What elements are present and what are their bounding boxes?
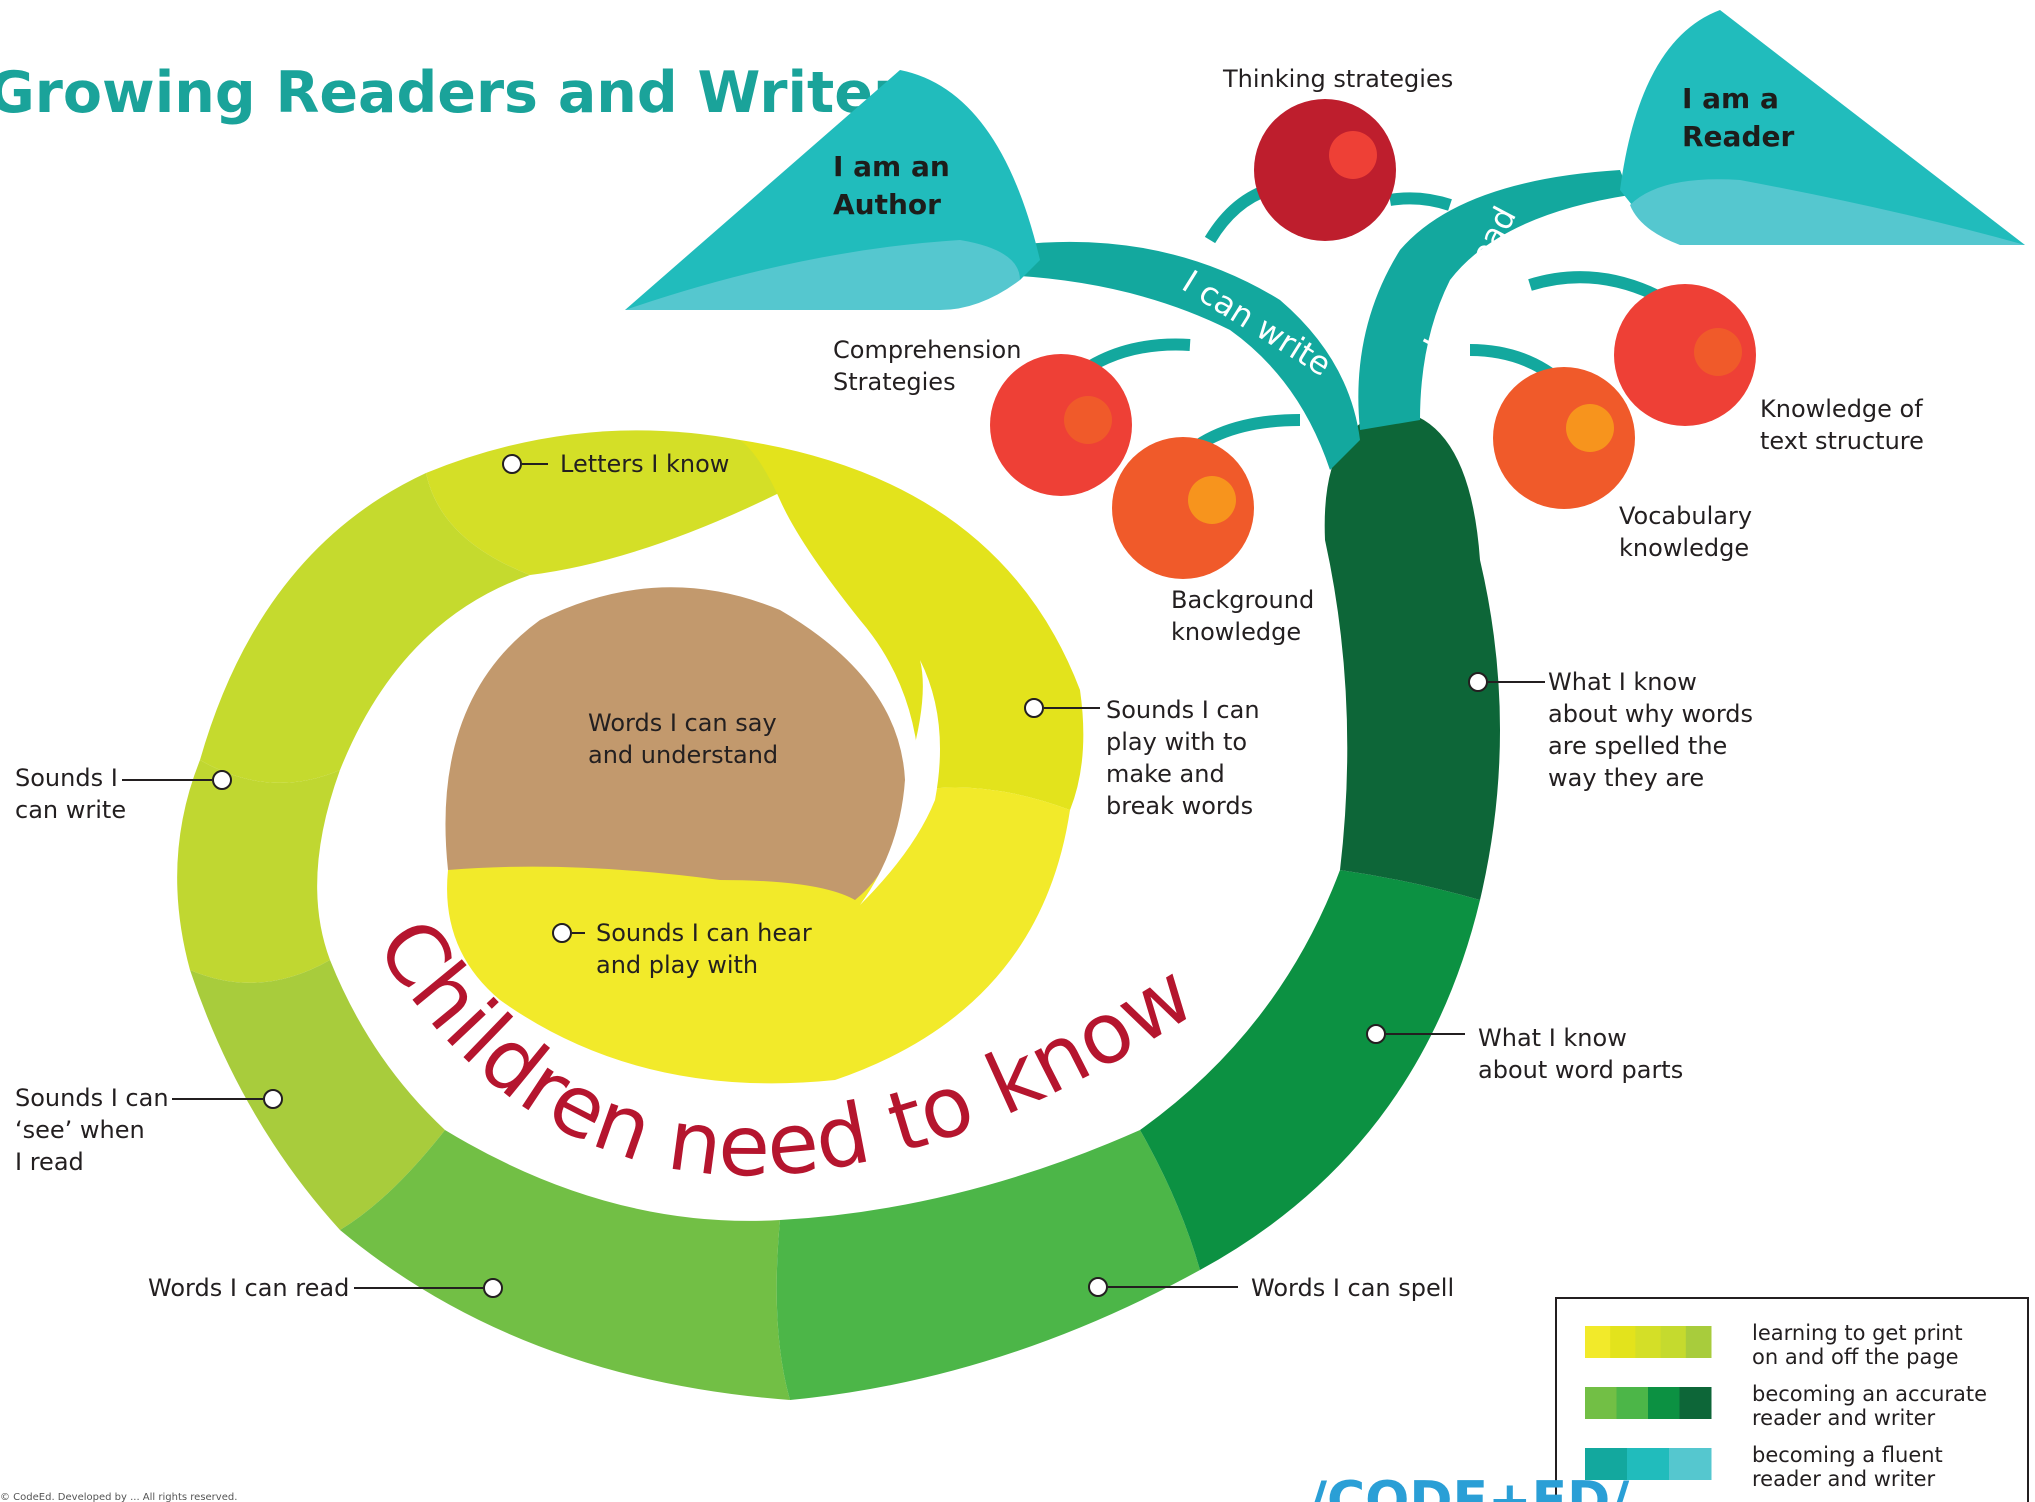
legend-swatch bbox=[1648, 1387, 1680, 1419]
leaf-author-highlight bbox=[625, 240, 1020, 310]
legend-swatches bbox=[1585, 1326, 1712, 1480]
fruit-thinking-label: Thinking strategies bbox=[1222, 65, 1453, 93]
ring-segment-why-spelled bbox=[1324, 410, 1500, 900]
legend-label-accurate: becoming an accurate reader and writer bbox=[1752, 1382, 1994, 1430]
leaf-reader-label: I am a Reader bbox=[1682, 82, 1794, 153]
legend-swatch bbox=[1660, 1326, 1687, 1358]
codeed-logo: /CODE+ED/ bbox=[1308, 1471, 1629, 1502]
words-spell-label: Words I can spell bbox=[1251, 1274, 1454, 1302]
callout-dot-why-spelled bbox=[1468, 672, 1488, 692]
words-read-label: Words I can read bbox=[148, 1274, 349, 1302]
inner-band-upper bbox=[740, 440, 1084, 810]
callout-dot-sounds-hear bbox=[552, 923, 572, 943]
centre-blob bbox=[445, 587, 905, 900]
sounds-see-label: Sounds I can ‘see’ when I read bbox=[15, 1084, 176, 1176]
ring-segment-sounds-see bbox=[190, 960, 445, 1230]
fruit-comprehension-label: Comprehension Strategies bbox=[833, 336, 1029, 396]
fruit-comprehension-body bbox=[990, 354, 1132, 496]
fruit-background-label: Background knowledge bbox=[1171, 586, 1322, 646]
why-spelled-label: What I know about why words are spelled … bbox=[1548, 668, 1761, 792]
ring-segment-words-spell bbox=[776, 1130, 1200, 1400]
legend-label-print: learning to get print on and off the pag… bbox=[1752, 1321, 1969, 1369]
leaf-author-label: I am an Author bbox=[833, 150, 960, 221]
fruit-background bbox=[1112, 437, 1254, 579]
word-parts-label: What I know about word parts bbox=[1478, 1024, 1683, 1084]
lower-ring bbox=[776, 410, 1500, 1400]
fruit-comprehension-shine bbox=[1064, 396, 1112, 444]
legend-swatch bbox=[1585, 1387, 1617, 1419]
fruit-text-structure-body bbox=[1614, 284, 1756, 426]
leaf-author bbox=[625, 70, 1040, 310]
legend-swatch bbox=[1635, 1326, 1662, 1358]
centre-swirl bbox=[860, 660, 940, 905]
callout-dot-words-read bbox=[483, 1278, 503, 1298]
sounds-play-label: Sounds I can play with to make and break… bbox=[1106, 696, 1267, 820]
legend: learning to get print on and off the pag… bbox=[1555, 1297, 2029, 1502]
legend-swatch bbox=[1627, 1448, 1670, 1480]
fruit-vocabulary-shine bbox=[1566, 404, 1614, 452]
callout-dot-sounds-see bbox=[263, 1089, 283, 1109]
legend-swatch bbox=[1610, 1326, 1636, 1358]
fruit-thinking bbox=[1254, 99, 1396, 241]
fruit-thinking-body bbox=[1254, 99, 1396, 241]
copyright-footer: © CodeEd. Developed by ... All rights re… bbox=[0, 1492, 237, 1502]
fruit-background-body bbox=[1112, 437, 1254, 579]
sounds-hear-label: Sounds I can hear and play with bbox=[596, 919, 819, 979]
legend-swatch bbox=[1685, 1326, 1712, 1358]
ring-segment-sounds-write bbox=[177, 760, 340, 983]
leaf-reader bbox=[1620, 10, 2025, 245]
ring-segment-top-left bbox=[200, 473, 530, 783]
branch-write-label: I can write bbox=[1176, 263, 1338, 384]
legend-swatch bbox=[1669, 1448, 1712, 1480]
leaf-reader-highlight bbox=[1630, 179, 2025, 245]
fruit-text-structure-shine bbox=[1694, 328, 1742, 376]
fruit-background-shine bbox=[1188, 476, 1236, 524]
words-say-label: Words I can say and understand bbox=[588, 709, 784, 769]
sounds-write-label: Sounds I can write bbox=[15, 764, 126, 824]
callout-dot-sounds-write bbox=[212, 770, 232, 790]
fruit-text-structure bbox=[1614, 284, 1756, 426]
legend-swatch bbox=[1585, 1326, 1611, 1358]
legend-label-fluent: becoming a fluent reader and writer bbox=[1752, 1443, 1949, 1491]
branch-write bbox=[980, 241, 1360, 470]
callout-dot-sounds-play bbox=[1024, 698, 1044, 718]
letters-know-label: Letters I know bbox=[560, 450, 729, 478]
fruit-text-structure-label: Knowledge of text structure bbox=[1760, 395, 1930, 455]
twig-thinking-right bbox=[1389, 192, 1452, 211]
legend-swatch bbox=[1679, 1387, 1712, 1419]
branch-read bbox=[1358, 170, 1630, 430]
legend-swatch bbox=[1585, 1448, 1628, 1480]
ring-segment-words-read bbox=[340, 1130, 790, 1400]
page-title: Growing Readers and Writers bbox=[0, 60, 935, 126]
fruit-thinking-shine bbox=[1329, 131, 1377, 179]
legend-swatch bbox=[1616, 1387, 1649, 1419]
fruit-vocabulary-label: Vocabulary knowledge bbox=[1619, 502, 1760, 562]
callout-dot-word-parts bbox=[1366, 1024, 1386, 1044]
callouts bbox=[122, 454, 1545, 1298]
ring-segment-word-parts bbox=[1140, 870, 1480, 1270]
fruit-vocabulary bbox=[1493, 367, 1635, 509]
fruit-comprehension bbox=[990, 354, 1132, 496]
outer-ring bbox=[177, 430, 805, 1400]
callout-dot-letters bbox=[502, 454, 522, 474]
callout-dot-words-spell bbox=[1088, 1277, 1108, 1297]
fruit-vocabulary-body bbox=[1493, 367, 1635, 509]
